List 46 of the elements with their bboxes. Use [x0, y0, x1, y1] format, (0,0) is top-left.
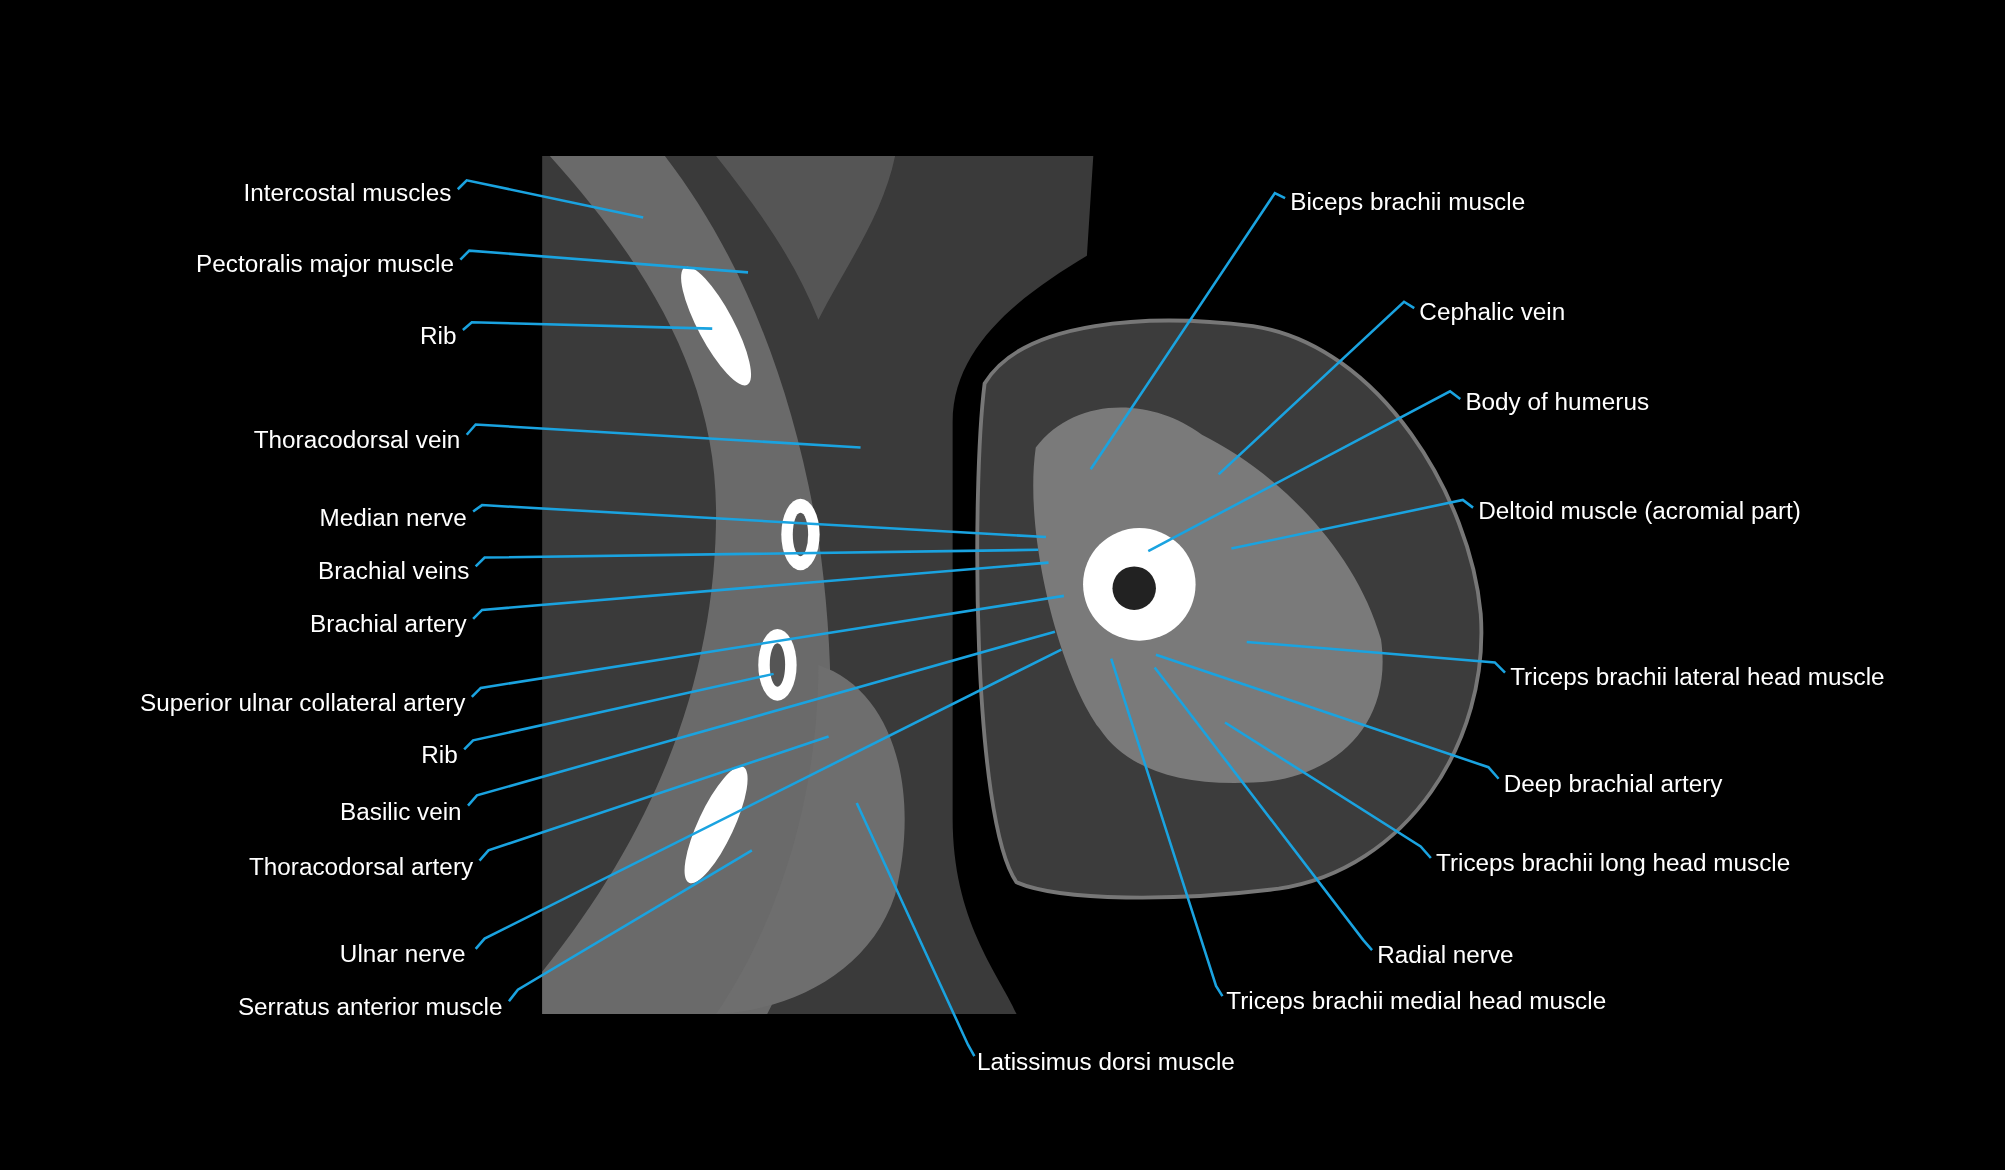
leader-line [474, 548, 1039, 568]
structure-label: Triceps brachii medial head muscle [1226, 987, 1607, 1016]
leader-line [855, 802, 976, 1057]
structure-label: Serratus anterior muscle [237, 993, 503, 1022]
structure-label: Cephalic vein [1419, 297, 1566, 327]
leader-line [1246, 640, 1506, 674]
structure-label: Triceps brachii lateral head muscle [1510, 663, 1885, 692]
leader-line [463, 672, 774, 751]
leader-line [456, 178, 644, 219]
structure-label: Rib [421, 741, 458, 770]
leader-line [470, 594, 1065, 698]
structure-label: Triceps brachii long head muscle [1436, 849, 1791, 878]
leader-line [1224, 721, 1432, 859]
leader-line [478, 735, 829, 862]
structure-label: Deep brachial artery [1503, 769, 1723, 798]
leader-line [1109, 658, 1224, 997]
structure-label: Deltoid muscle (acromial part) [1478, 497, 1801, 526]
structure-label: Intercostal muscles [243, 179, 452, 208]
leader-line [459, 249, 749, 274]
leader-line [1155, 653, 1500, 780]
leader-line [472, 561, 1049, 620]
leader-line [1217, 300, 1415, 476]
leader-line [1147, 389, 1462, 553]
leader-line [462, 320, 713, 331]
structure-label: Brachial artery [310, 609, 467, 639]
leader-line [1231, 498, 1474, 550]
structure-label: Pectoralis major muscle [196, 250, 454, 279]
structure-label: Radial nerve [1377, 941, 1514, 970]
structure-label: Basilic vein [340, 797, 462, 827]
structure-label: Ulnar nerve [339, 939, 466, 968]
leader-line [474, 648, 1062, 950]
structure-label: Biceps brachii muscle [1290, 187, 1526, 217]
structure-label: Brachial veins [318, 557, 470, 586]
leader-line [465, 423, 861, 449]
leader-line [1153, 666, 1373, 951]
leader-line [1089, 191, 1286, 470]
leader-line [472, 503, 1047, 539]
structure-label: Superior ulnar collateral artery [140, 689, 466, 718]
structure-label: Thoracodorsal artery [248, 852, 474, 881]
structure-label: Latissimus dorsi muscle [976, 1048, 1235, 1077]
leader-line [467, 630, 1056, 807]
structure-label: Thoracodorsal vein [253, 425, 461, 454]
leader-line [507, 849, 753, 1002]
structure-label: Rib [420, 322, 457, 351]
structure-label: Body of humerus [1465, 388, 1650, 417]
structure-label: Median nerve [319, 503, 467, 532]
